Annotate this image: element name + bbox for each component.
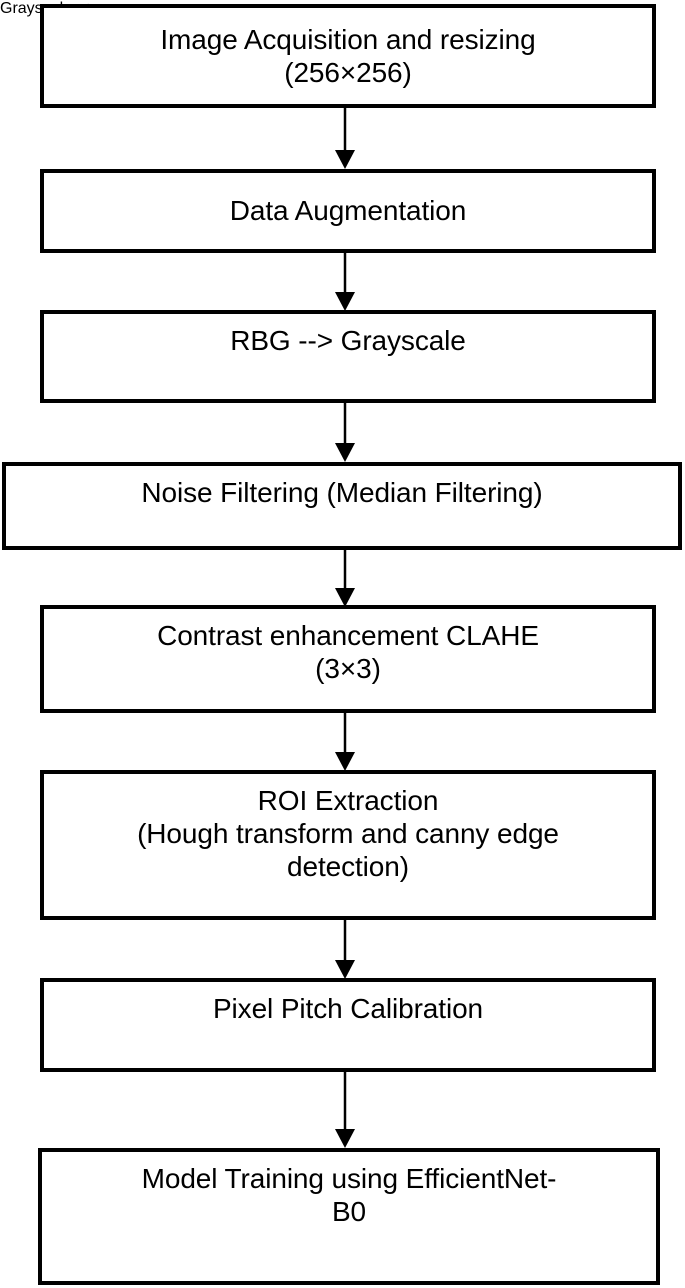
flow-node-label: Pixel Pitch Calibration (212, 993, 484, 1024)
flow-node-noise-filtering[interactable]: Noise Filtering (Median Filtering) (2, 462, 682, 550)
flow-arrow-image-acquisition-to-data-augmentation (334, 108, 356, 169)
flow-node-contrast-enhancement[interactable]: Contrast enhancement CLAHE (3×3) (40, 605, 656, 713)
flow-node-rbg-to-grayscale[interactable]: RBG --> Grayscale (40, 310, 656, 403)
flow-arrow-contrast-enhancement-to-roi-extraction (334, 713, 356, 771)
flow-node-image-acquisition[interactable]: Image Acquisition and resizing (256×256) (40, 4, 656, 108)
flow-node-model-training[interactable]: Model Training using EfficientNet- B0 (38, 1148, 660, 1285)
flow-node-label: Noise Filtering (Median Filtering) (141, 477, 543, 508)
flow-arrow-pixel-pitch-calibration-to-model-training (334, 1072, 356, 1148)
flow-node-label: Image Acquisition and resizing (256×256) (160, 23, 536, 88)
flow-arrow-data-augmentation-to-rbg-to-grayscale (334, 253, 356, 311)
flow-node-data-augmentation[interactable]: Data Augmentation (40, 169, 656, 253)
flow-node-label: Model Training using EfficientNet- B0 (141, 1163, 557, 1228)
flow-node-label: RBG --> Grayscale (230, 325, 466, 356)
flow-node-label: ROI Extraction (Hough transform and cann… (137, 785, 559, 883)
flow-arrow-rbg-to-grayscale-to-noise-filtering (334, 403, 356, 462)
flow-node-pixel-pitch-calibration[interactable]: Pixel Pitch Calibration (40, 978, 656, 1072)
flow-arrow-roi-extraction-to-pixel-pitch-calibration (334, 920, 356, 979)
flow-arrow-noise-filtering-to-contrast-enhancement (334, 550, 356, 607)
flow-node-roi-extraction[interactable]: ROI Extraction (Hough transform and cann… (40, 770, 656, 920)
flow-node-label: Data Augmentation (229, 195, 467, 227)
flow-node-label: Contrast enhancement CLAHE (3×3) (157, 620, 539, 685)
